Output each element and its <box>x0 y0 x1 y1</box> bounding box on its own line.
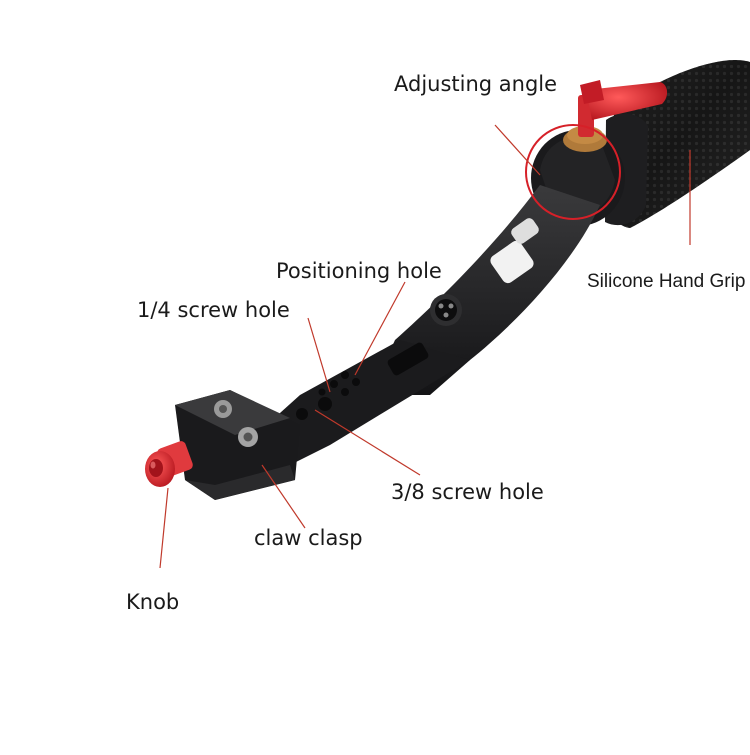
label-adjusting-angle: Adjusting angle <box>394 72 558 96</box>
leader-adjusting-angle <box>494 124 541 176</box>
label-quarter-screw-hole: 1/4 screw hole <box>137 298 290 322</box>
extension-arm <box>250 185 600 470</box>
adjusting-angle-highlight <box>525 124 621 220</box>
leader-lines <box>159 124 691 569</box>
label-positioning-hole: Positioning hole <box>276 259 442 283</box>
leader-positioning-hole <box>354 281 406 376</box>
leader-quarter-screw <box>307 317 331 393</box>
label-claw-clasp: claw clasp <box>254 526 363 550</box>
label-three-eighth-screw-hole: 3/8 screw hole <box>391 480 544 504</box>
label-silicone-hand-grip: Silicone Hand Grip <box>587 271 746 292</box>
leader-claw-clasp <box>261 464 306 529</box>
leader-three-eighth-screw <box>314 409 421 476</box>
label-knob: Knob <box>126 590 180 614</box>
red-knob <box>145 441 193 487</box>
silicone-hand-grip <box>603 59 750 229</box>
claw-clasp <box>175 390 300 500</box>
leader-knob <box>159 487 169 569</box>
